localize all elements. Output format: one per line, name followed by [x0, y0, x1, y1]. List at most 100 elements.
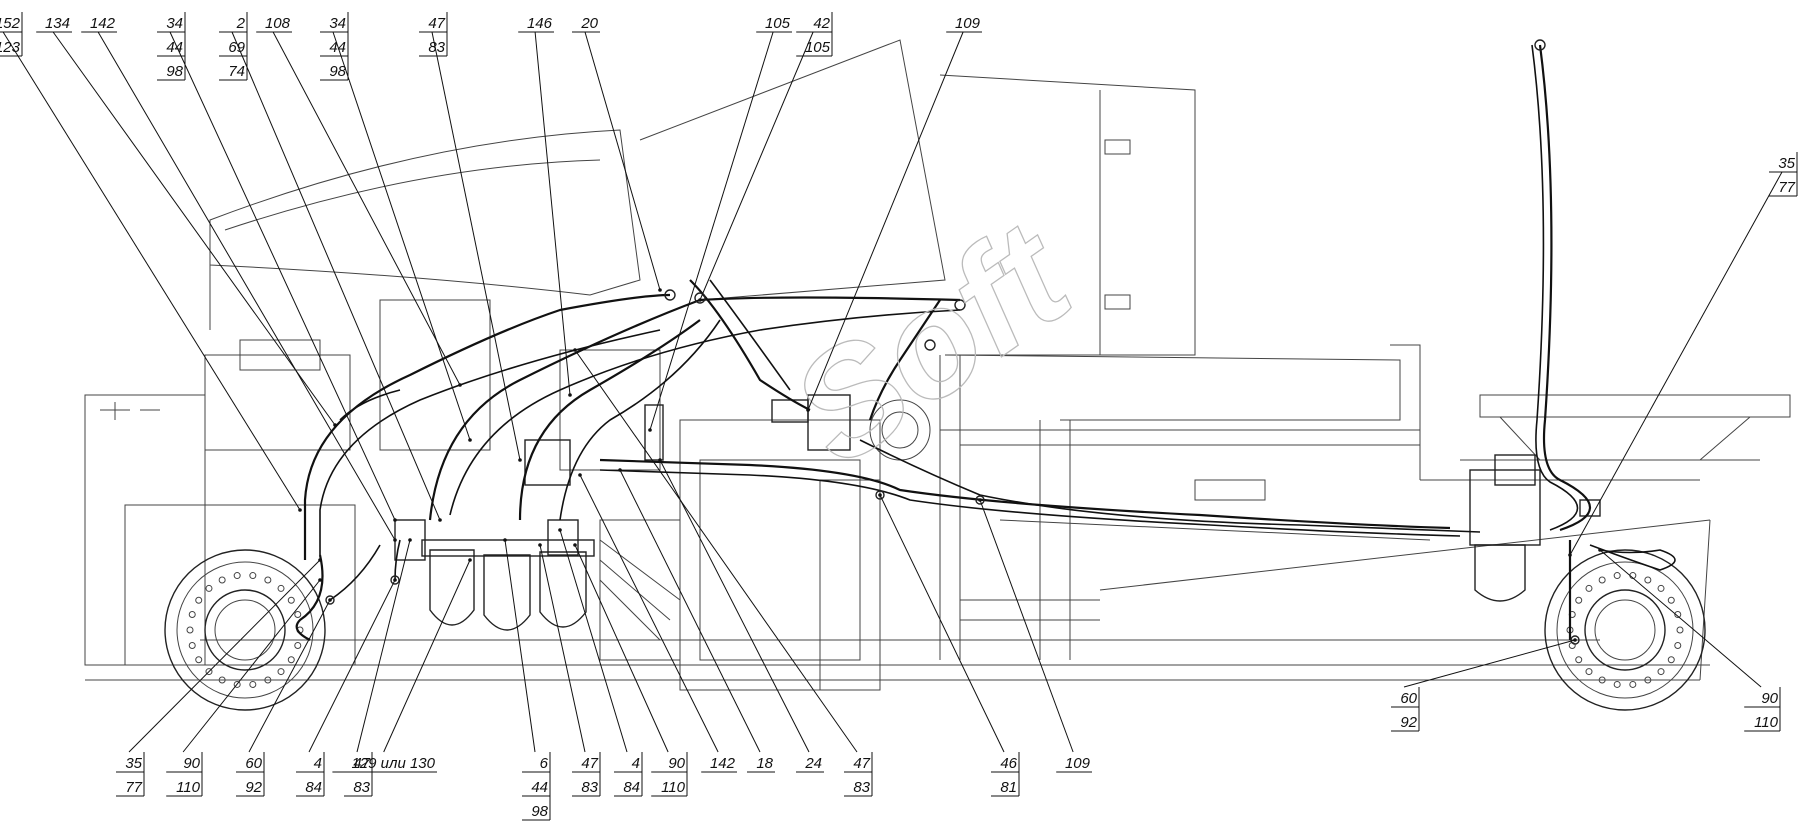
leader-line — [579, 474, 719, 753]
callout-number: 74 — [228, 63, 245, 80]
callout: 108 — [256, 15, 292, 33]
callout-number: 47 — [353, 755, 370, 772]
leader-dot — [558, 528, 562, 532]
leader-line — [584, 31, 661, 291]
leader-dot — [648, 428, 652, 432]
leader-line — [248, 599, 331, 753]
wheel-bolt — [186, 626, 194, 634]
wheel-bolt — [294, 641, 302, 649]
callout-number: 129 или 130 — [351, 755, 435, 772]
callout-number: 123 — [0, 39, 21, 56]
leader-lines — [2, 31, 1783, 753]
callout-number: 35 — [1778, 155, 1795, 172]
callout: 105 — [756, 15, 792, 33]
rear-wheel — [164, 549, 326, 711]
leader-dot — [393, 538, 397, 542]
callout-number: 83 — [581, 779, 598, 796]
wheel-bolt — [205, 668, 213, 676]
wheel-bolt — [1657, 668, 1665, 676]
callout: 484 — [614, 752, 643, 797]
wheel-bolt — [264, 676, 272, 684]
leader-dot — [318, 578, 322, 582]
wheel-bolt — [287, 596, 295, 604]
callout-number: 24 — [804, 755, 822, 772]
leader-line — [1599, 549, 1762, 688]
wheel-bolt — [1674, 611, 1682, 619]
callout-number: 110 — [176, 779, 201, 796]
leader-line — [1569, 171, 1783, 556]
callout-number: 105 — [765, 15, 791, 32]
leader-line — [699, 31, 814, 301]
callout-number: 18 — [756, 755, 773, 772]
wheel-bolt — [1629, 680, 1637, 688]
leader-line — [659, 459, 810, 753]
callout-number: 146 — [527, 15, 553, 32]
callout: 484 — [296, 752, 325, 797]
leader-dot — [658, 458, 662, 462]
callout-number: 77 — [125, 779, 142, 796]
wheel-bolt — [1644, 576, 1652, 584]
callout: 18 — [747, 755, 775, 773]
leader-dot — [578, 473, 582, 477]
callout-number: 98 — [329, 63, 346, 80]
leader-dot — [468, 438, 472, 442]
leader-line — [807, 31, 964, 411]
wheel-bolt — [264, 576, 272, 584]
wheel-bolt — [218, 676, 226, 684]
wheel-bolt — [1657, 584, 1665, 592]
wheel-bolt — [1575, 596, 1583, 604]
leader-line — [504, 539, 536, 753]
fittings — [325, 39, 1580, 645]
callout: 20 — [572, 15, 600, 33]
leader-dot — [806, 408, 810, 412]
leader-dot — [878, 493, 882, 497]
leader-line — [356, 539, 411, 753]
leader-dot — [1573, 638, 1577, 642]
leader-dot — [538, 543, 542, 547]
wheel-bolt — [1667, 656, 1675, 664]
wheel-bolt — [233, 680, 241, 688]
wheel-bolt — [1585, 584, 1593, 592]
wheel-bolt — [287, 656, 295, 664]
leader-line — [182, 579, 321, 753]
wheel-bolt — [249, 572, 257, 580]
callout-number: 109 — [955, 15, 981, 32]
valve-blocks — [524, 394, 1601, 517]
leader-line — [308, 579, 396, 753]
wheel-bolt — [1676, 626, 1684, 634]
callout-number: 98 — [531, 803, 548, 820]
callout-number: 90 — [668, 755, 685, 772]
callout-number: 83 — [853, 779, 870, 796]
wheel-bolt — [195, 596, 203, 604]
wheel-bolt — [1585, 668, 1593, 676]
callout-number: 83 — [428, 39, 445, 56]
wheel-bolt — [249, 680, 257, 688]
callout-number: 98 — [166, 63, 183, 80]
leader-dot — [618, 468, 622, 472]
callout-number: 44 — [329, 39, 346, 56]
callout-number: 60 — [245, 755, 262, 772]
callout-number: 47 — [428, 15, 445, 32]
callout-number: 47 — [581, 755, 598, 772]
leader-line — [574, 544, 669, 753]
leader-line — [272, 31, 461, 386]
leader-dot — [408, 538, 412, 542]
leader-dot — [298, 508, 302, 512]
leader-dot — [393, 518, 397, 522]
callout-number: 69 — [228, 39, 245, 56]
callout-number: 4 — [314, 755, 322, 772]
leader-line — [52, 31, 336, 426]
leader-line — [979, 499, 1074, 753]
hydraulic-hoses — [295, 44, 1676, 641]
callout-number: 134 — [45, 15, 70, 32]
callout-number: 77 — [1778, 179, 1795, 196]
callout-number: 92 — [1400, 714, 1417, 731]
